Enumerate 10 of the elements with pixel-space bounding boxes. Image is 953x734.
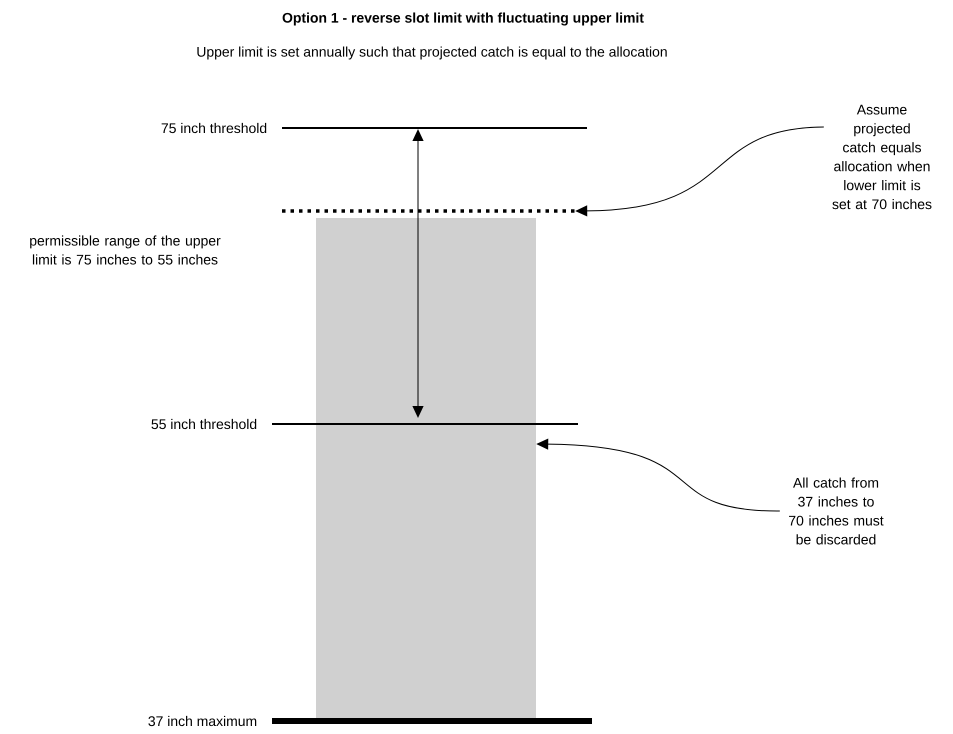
callout-text: All catch from 37 inches to 70 inches must be discarded bbox=[789, 477, 884, 545]
dotted-line bbox=[282, 209, 575, 213]
subtitle: Upper limit is set annually such that projected catch is equal to the allocation bbox=[197, 46, 667, 60]
shaded-region bbox=[316, 218, 536, 718]
callout-text: Assume projected catch equals allocation when lower limit is set at 70 inches bbox=[832, 104, 932, 210]
title: Option 1 - reverse slot limit with fluctuating upper limit bbox=[282, 12, 644, 26]
threshold-label: 75 inch threshold bbox=[162, 122, 266, 134]
threshold-label: 55 inch threshold bbox=[152, 418, 256, 430]
range-note: permissible range of the upper limit is 75 inches to 55 inches bbox=[30, 235, 220, 265]
maximum-label: 37 inch maximum bbox=[148, 716, 256, 726]
